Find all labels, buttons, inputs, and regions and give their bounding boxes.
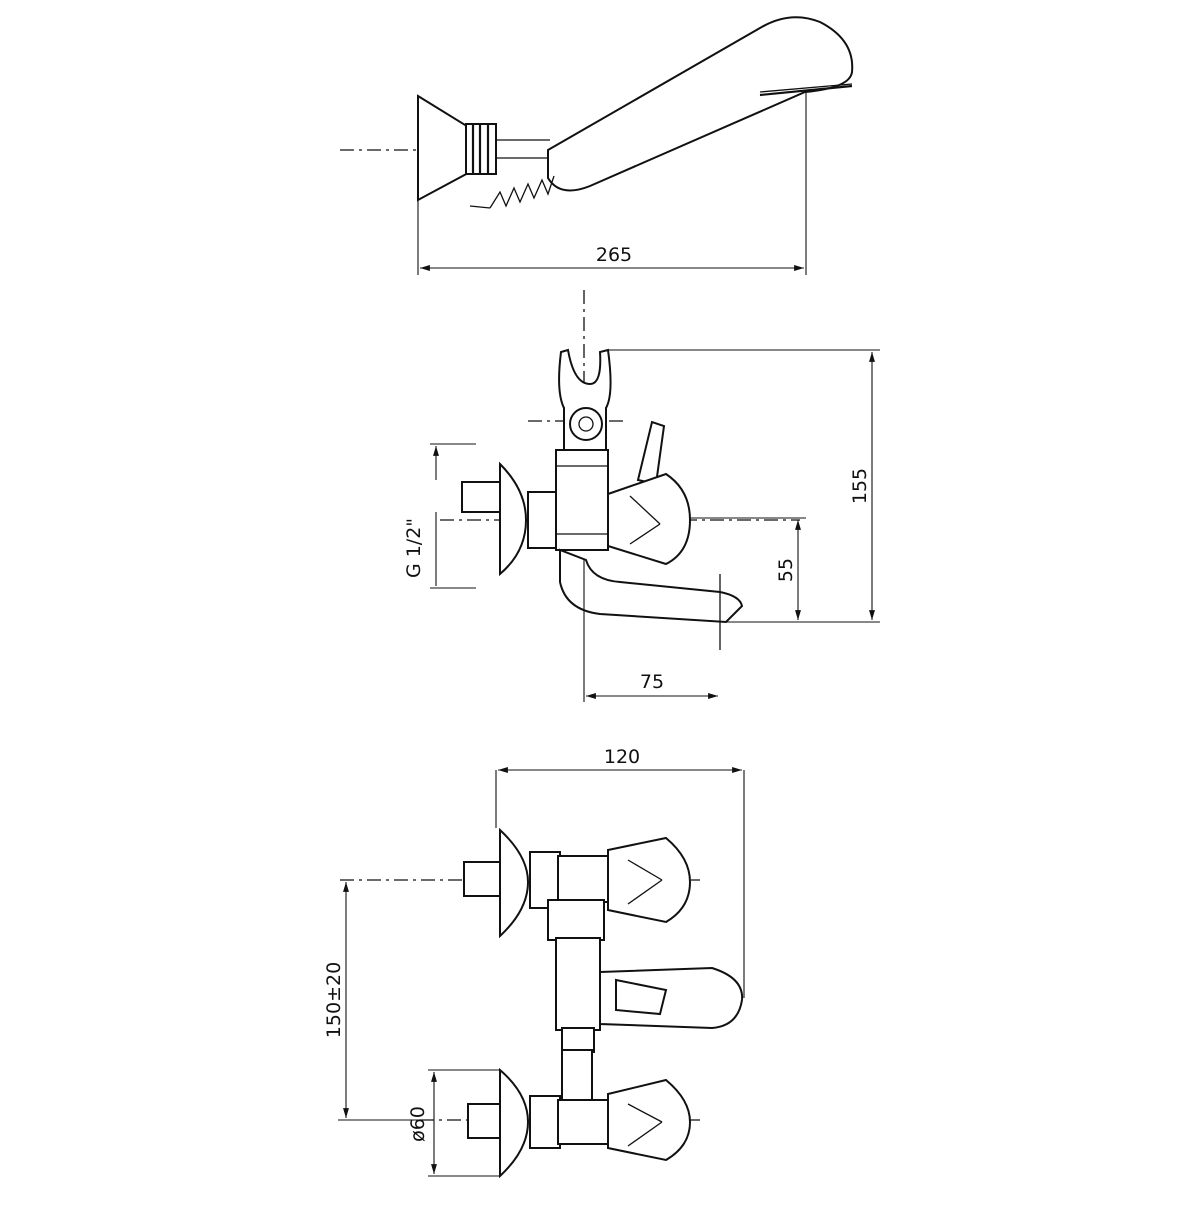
dim-reach-75: 75	[640, 671, 664, 693]
dim-width-120: 120	[604, 746, 640, 768]
top-view-hand-shower: 265	[340, 16, 854, 275]
dim-thread: G 1/2"	[403, 518, 425, 578]
dim-centers: 150±20	[323, 962, 345, 1038]
dim-flange-diameter: ø60	[407, 1106, 429, 1142]
front-view-mixer: 120 150±20 ø60	[323, 746, 745, 1179]
dim-spout-55: 55	[775, 558, 797, 582]
dim-height-155: 155	[849, 468, 871, 504]
side-view-mixer: 155 55 75 G 1/2"	[403, 290, 880, 702]
dim-width-265: 265	[596, 244, 632, 266]
